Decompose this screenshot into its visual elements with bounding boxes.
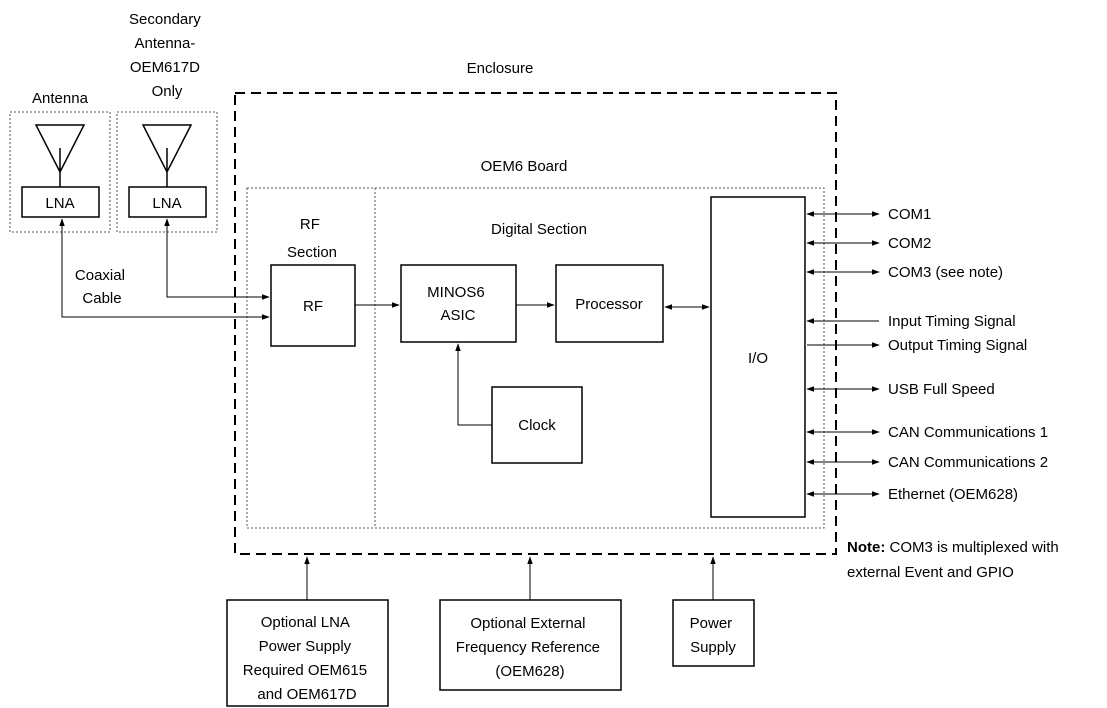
- io-label: I/O: [748, 350, 768, 367]
- io-signal-label: Input Timing Signal: [888, 313, 1016, 330]
- board-box: [246, 187, 825, 529]
- clock-label: Clock: [518, 417, 556, 434]
- secondary-antenna-group: Secondary Antenna- OEM617D Only LNA: [116, 11, 218, 233]
- lna-box-secondary: [128, 186, 207, 218]
- antenna-group: Antenna LNA: [9, 90, 111, 233]
- arrow-clock-to-asic: [455, 343, 492, 426]
- minos6-asic-block: [400, 264, 517, 343]
- enclosure-box: [234, 92, 837, 555]
- antenna-title: Antenna: [32, 90, 89, 107]
- coax-primary-line: [59, 218, 270, 320]
- power-supply-box: [672, 599, 755, 667]
- io-signal-label: COM2: [888, 235, 931, 252]
- lna-power-supply-label: Optional LNA Power Supply Required OEM61…: [243, 614, 371, 703]
- lna-label-primary: LNA: [45, 195, 74, 212]
- enclosure-label: Enclosure: [467, 60, 534, 77]
- io-signal-label: Output Timing Signal: [888, 337, 1027, 354]
- io-signal-label: CAN Communications 2: [888, 454, 1048, 471]
- io-signal-label: COM1: [888, 206, 931, 223]
- antenna-icon: [34, 124, 86, 188]
- power-supply-label: Power Supply: [690, 615, 737, 656]
- note-line-1: Note: COM3 is multiplexed with: [847, 539, 1059, 556]
- io-block: [710, 196, 806, 518]
- processor-label: Processor: [575, 296, 643, 313]
- ext-ref-box: [439, 599, 622, 691]
- io-signal-labels: COM1 COM2 COM3 (see note) Input Timing S…: [888, 206, 1048, 503]
- lna-label-secondary: LNA: [152, 195, 181, 212]
- secondary-antenna-title: Secondary Antenna- OEM617D Only: [129, 11, 205, 100]
- coaxial-cable-label: Coaxial Cable: [75, 267, 129, 307]
- processor-block: [555, 264, 664, 343]
- io-signal-label: Ethernet (OEM628): [888, 486, 1018, 503]
- lna-power-supply-box: [226, 599, 389, 707]
- note-line-2: external Event and GPIO: [847, 564, 1014, 581]
- board-label: OEM6 Board: [481, 158, 568, 175]
- minos6-asic-label: MINOS6 ASIC: [427, 284, 489, 324]
- digital-section-label: Digital Section: [491, 221, 587, 238]
- ext-ref-label: Optional External Frequency Reference (O…: [456, 615, 604, 680]
- rf-block: [270, 264, 356, 347]
- io-signal-label: USB Full Speed: [888, 381, 995, 398]
- coax-secondary-line: [164, 218, 270, 300]
- io-signal-label: COM3 (see note): [888, 264, 1003, 281]
- lna-box-primary: [21, 186, 100, 218]
- rf-section-label: RF Section: [287, 216, 337, 261]
- io-connectors: [806, 211, 880, 497]
- secondary-antenna-icon: [141, 124, 193, 188]
- io-signal-label: CAN Communications 1: [888, 424, 1048, 441]
- rf-block-label: RF: [303, 298, 323, 315]
